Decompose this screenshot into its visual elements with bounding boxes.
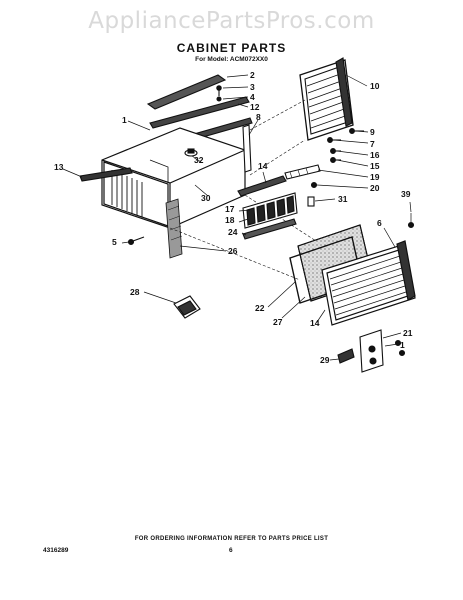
- callout-13: 13: [54, 162, 64, 172]
- callout-17: 17: [225, 204, 235, 214]
- callout-3: 3: [250, 82, 255, 92]
- callout-11: 1: [400, 340, 405, 350]
- louver-assembly-17-18: [242, 192, 298, 229]
- callout-2: 2: [250, 70, 255, 80]
- callout-16: 16: [370, 150, 380, 160]
- callout-28: 28: [130, 287, 140, 297]
- diagram-title: CABINET PARTS: [176, 41, 287, 55]
- callout-21: 21: [403, 328, 413, 338]
- back-grille-10: [299, 57, 354, 141]
- callout-26: 26: [228, 246, 238, 256]
- callout-14-upper: 14: [258, 161, 268, 171]
- control-bracket-21: [359, 329, 384, 373]
- callout-9: 9: [370, 127, 375, 137]
- callout-6: 6: [377, 218, 382, 228]
- callout-27: 27: [273, 317, 283, 327]
- callout-12: 12: [250, 102, 260, 112]
- callout-20: 20: [370, 183, 380, 193]
- callout-39: 39: [401, 189, 411, 199]
- callout-10: 10: [370, 81, 380, 91]
- callout-5: 5: [112, 237, 117, 247]
- ordering-note: FOR ORDERING INFORMATION REFER TO PARTS …: [134, 536, 329, 542]
- rail-12: [149, 96, 250, 129]
- callout-18: 18: [225, 215, 235, 225]
- page-number: 6: [229, 547, 233, 554]
- callout-19: 19: [370, 172, 380, 182]
- callout-31: 31: [338, 194, 348, 204]
- callout-14-lower: 14: [310, 318, 320, 328]
- front-panel-6: [321, 240, 416, 326]
- callout-29: 29: [320, 355, 330, 365]
- callout-8: 8: [256, 112, 261, 122]
- callout-22: 22: [255, 303, 265, 313]
- callout-4: 4: [250, 92, 255, 102]
- callout-7: 7: [370, 139, 375, 149]
- top-rail-2: [146, 74, 227, 110]
- callout-1: 1: [122, 115, 127, 125]
- cabinet-1: [101, 127, 246, 229]
- callout-32: 32: [194, 155, 204, 165]
- callout-24: 24: [228, 227, 238, 237]
- part-number: 4316289: [43, 547, 69, 554]
- callout-15: 15: [370, 161, 380, 171]
- watermark: AppliancePartsPros.com: [88, 8, 375, 34]
- callout-30: 30: [201, 193, 211, 203]
- diagram-subtitle: For Model: ACM072XX0: [195, 56, 268, 63]
- foot-28: [173, 295, 201, 319]
